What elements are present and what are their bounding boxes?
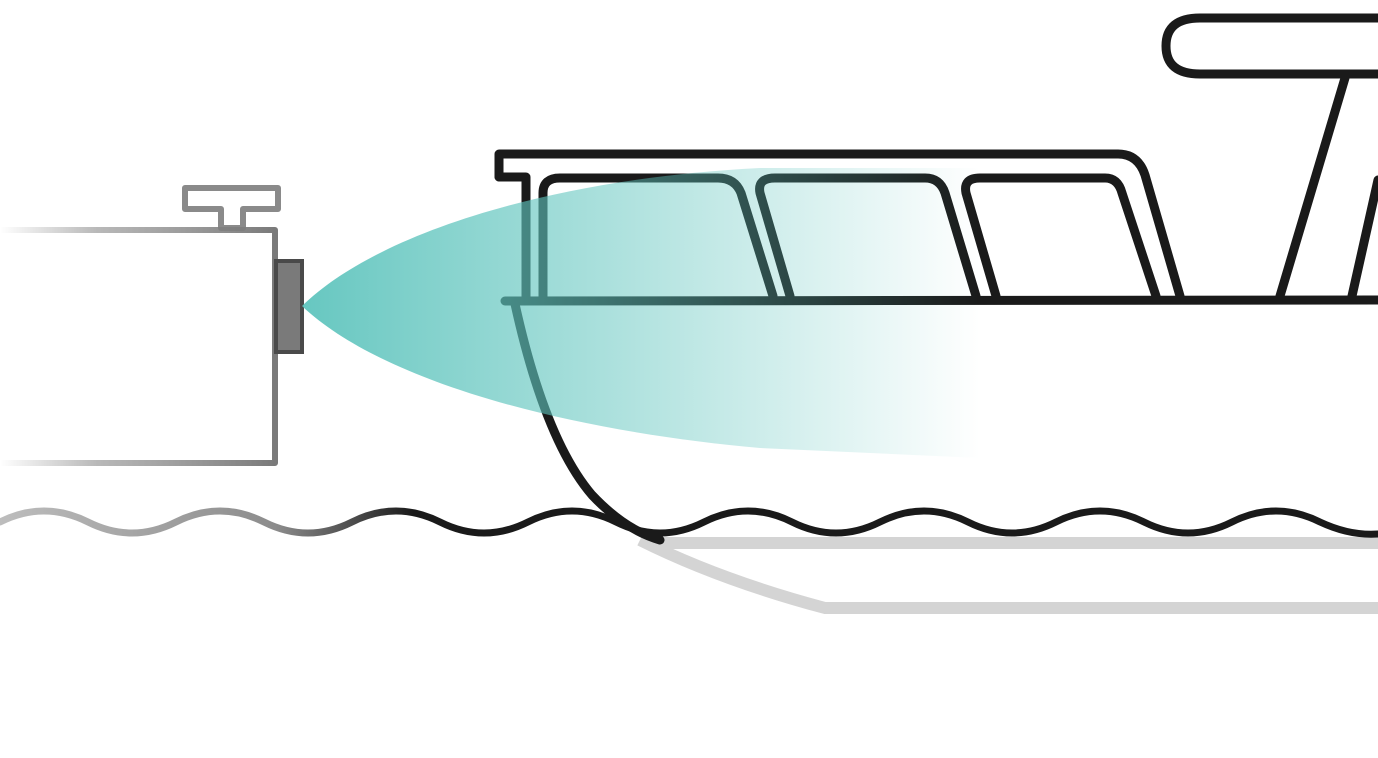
detection-beam-icon	[302, 168, 980, 458]
water-wave-icon	[0, 507, 1378, 538]
bollard-icon	[182, 185, 281, 231]
proximity-sensor-icon	[274, 259, 304, 354]
brick-dock-icon	[0, 227, 278, 466]
dock-pilings	[118, 463, 237, 758]
submerged-hull	[637, 534, 1378, 614]
